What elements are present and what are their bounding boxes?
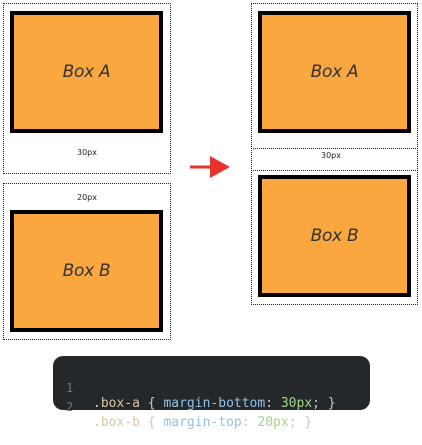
- close-brace: ; }: [288, 415, 313, 430]
- left-box-a-margin-area: [3, 3, 171, 174]
- open-brace: {: [147, 396, 156, 411]
- css-selector: .box-a: [93, 396, 140, 411]
- colon: :: [265, 396, 274, 411]
- left-box-b-label: Box B: [62, 261, 111, 281]
- css-selector: .box-b: [93, 415, 140, 430]
- right-box-b-margin-area: [251, 148, 418, 305]
- code-line-2: 2 .box-b { margin-top: 20px; }: [53, 385, 370, 430]
- colon: :: [241, 415, 250, 430]
- left-box-b-margin-area: [3, 183, 171, 340]
- left-margin-a-label: 30px: [77, 148, 97, 157]
- right-collapsed-margin-label: 30px: [321, 151, 341, 160]
- open-brace: {: [147, 415, 156, 430]
- left-box-b: Box B: [10, 210, 163, 332]
- right-box-b: Box B: [258, 175, 411, 297]
- right-box-a-margin-area: [251, 3, 418, 171]
- css-property: margin-bottom: [163, 396, 266, 411]
- line-number: 1: [66, 381, 74, 395]
- close-brace: ; }: [312, 396, 336, 411]
- right-box-b-label: Box B: [310, 226, 359, 246]
- css-value: 30px: [280, 396, 313, 411]
- code-line-1: 1 .box-a { margin-bottom: 30px; }: [53, 366, 370, 411]
- right-box-a: Box A: [258, 11, 411, 133]
- line-number: 2: [66, 400, 74, 414]
- left-box-a: Box A: [10, 11, 163, 133]
- right-box-a-label: Box A: [310, 62, 359, 82]
- arrow-right-icon: [190, 156, 230, 178]
- code-block: 1 .box-a { margin-bottom: 30px; } 2 .box…: [53, 356, 370, 430]
- left-margin-b-label: 20px: [77, 193, 97, 202]
- css-property: margin-top: [163, 415, 242, 430]
- left-box-a-label: Box A: [62, 62, 111, 82]
- css-value: 20px: [257, 415, 289, 430]
